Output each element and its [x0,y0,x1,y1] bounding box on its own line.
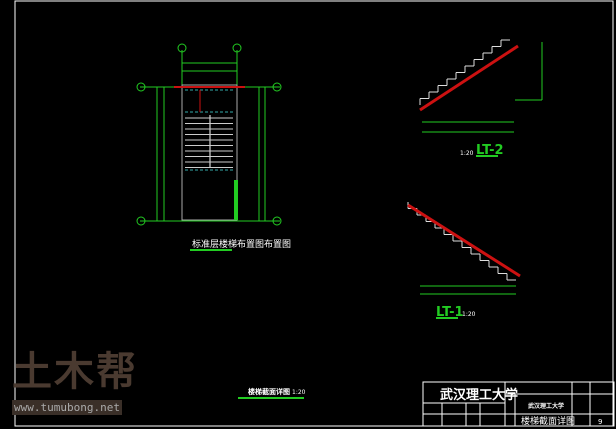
section-lt1 [407,202,521,319]
bottom-note-label: 楼梯截面详图 [248,387,290,396]
plan-title: 标准层楼梯布置图布置图 [192,238,291,250]
watermark-logo: 土木帮 [12,349,138,395]
title-block-school: 武汉理工大学 [440,387,518,403]
title-block-sheet-no: 9 [598,418,602,426]
title-block [422,381,615,427]
title-block-project: 武汉理工大学 [528,402,564,410]
title-block-drawing-name: 楼梯截面详图 [521,415,575,427]
drawing-frame [14,0,614,427]
lt1-scale: 1:20 [462,311,476,318]
lt2-label: LT-2 [476,143,504,158]
watermark-url: www.tumubong.net [12,400,122,415]
bottom-note-scale: 1:20 [292,389,306,396]
lt2-scale: 1:20 [460,150,474,157]
stair-plan [136,43,282,251]
section-lt2 [419,39,543,157]
lt1-label: LT-1 [436,305,464,320]
